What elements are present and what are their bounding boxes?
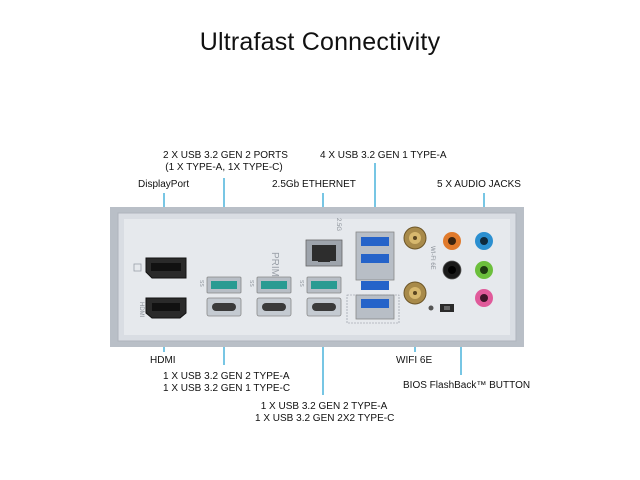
usb-gen2-typea-port-1 [206,276,242,294]
usb-gen2-typea-port-3 [306,276,342,294]
label-usb-2x2-line1: 1 X USB 3.2 GEN 2 TYPE-A [260,401,388,412]
usb-ss-mark-3: SS [298,280,304,287]
usb-gen1-typea-port-1 [361,237,389,246]
wifi-mark: WI-FI 6E [429,246,435,270]
usb-gen1-typec-port [206,297,242,317]
page-title: Ultrafast Connectivity [199,28,441,56]
audio-jack-orange [443,232,461,250]
audio-jack-blue [475,232,493,250]
lan-speed-mark: 2.5G [335,218,341,231]
ethernet-port [305,239,343,267]
label-usb-gen1-typea: 4 X USB 3.2 GEN 1 TYPE-A [320,150,447,161]
label-audio-jacks: 5 X AUDIO JACKS [437,179,521,190]
label-usb-2x2: 1 X USB 3.2 GEN 2 TYPE-A 1 X USB 3.2 GEN… [255,401,395,425]
brand-mark: PRIME [269,252,280,284]
label-wifi: WIFI 6E [396,355,433,366]
usb-ss-mark-2: SS [248,280,254,287]
label-usb-2x2-line2: 1 X USB 3.2 GEN 2X2 TYPE-C [255,413,395,424]
label-usb-gen2-ports: 2 X USB 3.2 GEN 2 PORTS (1 X TYPE-A, 1X … [163,150,288,174]
label-usb-mixed-line2: 1 X USB 3.2 GEN 1 TYPE-C [163,383,291,394]
usb-gen2-typec-port [256,297,292,317]
hdmi-port [145,297,187,319]
usb-gen1-typea-port-3 [361,299,389,308]
audio-jack-green [475,261,493,279]
bios-flashback-button [440,304,454,312]
label-usb-gen2-ports-line2: (1 X TYPE-A, 1X TYPE-C) [165,162,283,173]
label-displayport: DisplayPort [138,179,190,190]
usb-ss-mark-1: SS [198,280,204,287]
audio-jack-pink [475,289,493,307]
wifi-antenna-connector-2 [403,281,427,305]
usb-gen1-typea-stack [355,231,395,320]
bios-flashback-usb-outline [346,294,400,324]
usb-gen2-typea-port-2 [256,276,292,294]
usb-gen1-typea-port-4 [361,281,389,290]
label-bios-flashback: BIOS FlashBack™ BUTTON [403,380,531,391]
bios-flashback-led [428,305,434,311]
wifi-antenna-connector-1 [403,226,427,250]
displayport-port [145,257,187,279]
label-usb-gen2-ports-line1: 2 X USB 3.2 GEN 2 PORTS [163,150,288,161]
label-hdmi: HDMI [150,355,176,366]
displayport-icon [133,263,142,272]
label-usb-mixed: 1 X USB 3.2 GEN 2 TYPE-A 1 X USB 3.2 GEN… [163,371,291,395]
audio-jack-black [442,260,462,280]
usb-gen1-typea-port-2 [361,254,389,263]
label-ethernet: 2.5Gb ETHERNET [272,179,356,190]
hdmi-mark: HDMI [138,302,144,318]
label-usb-mixed-line1: 1 X USB 3.2 GEN 2 TYPE-A [163,371,290,382]
usb-gen2x2-typec-port [306,297,342,317]
